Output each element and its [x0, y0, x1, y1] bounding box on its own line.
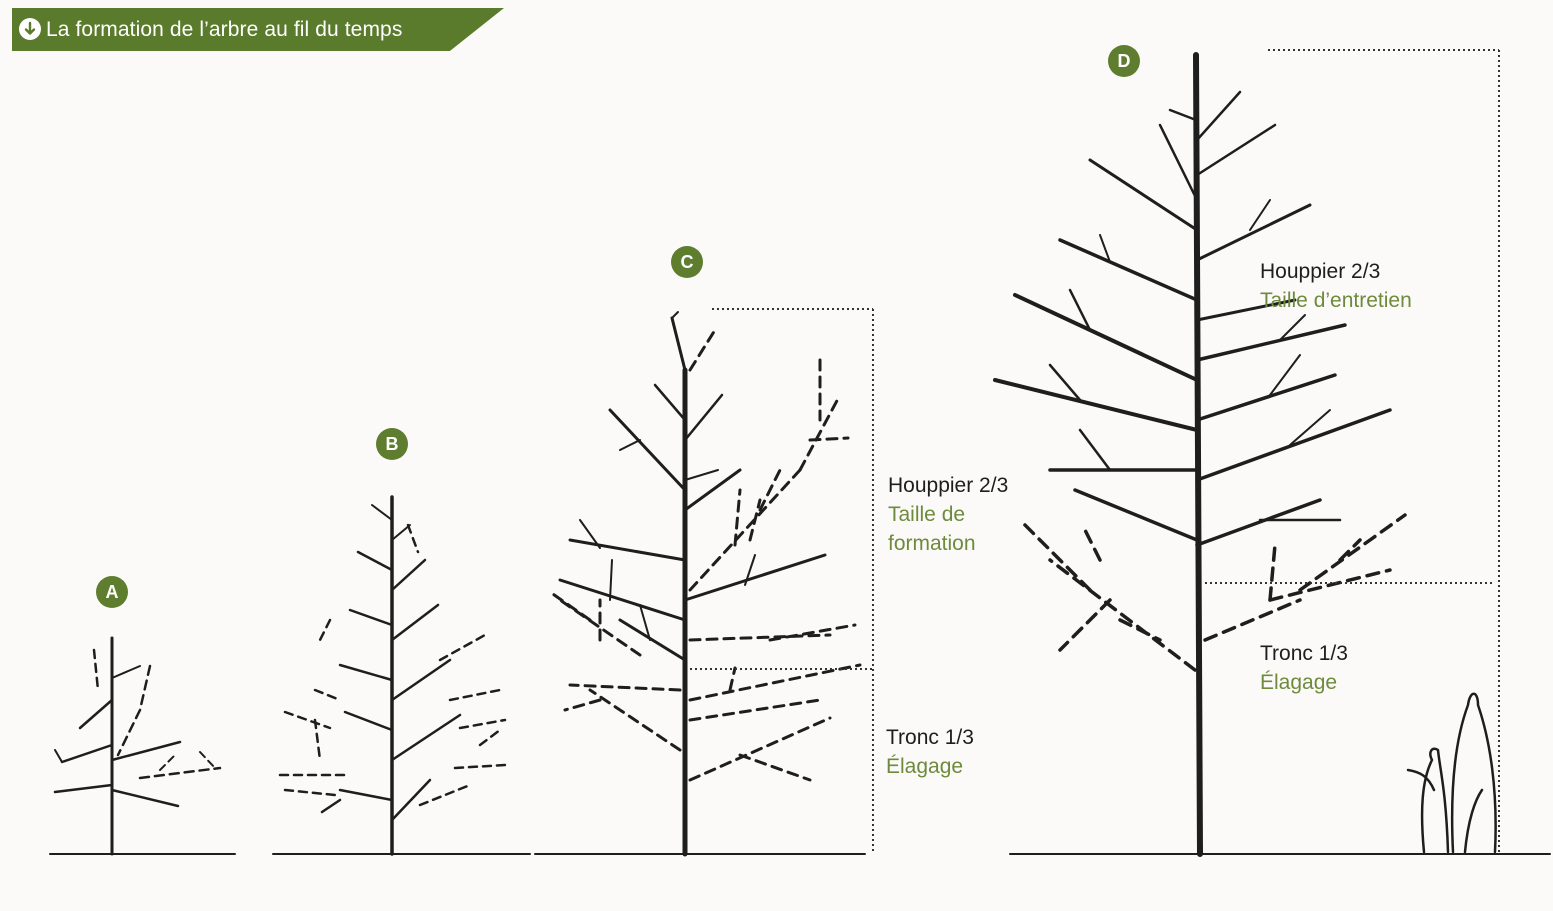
stage-c-crown-action-line1: Taille de — [888, 500, 1008, 529]
stage-d-crown-label: Houppier 2/3 Taille d’entretien — [1260, 257, 1412, 315]
tree-c — [550, 312, 860, 854]
stage-d-trunk-label: Tronc 1/3 Élagage — [1260, 639, 1348, 697]
stage-d-crown-title: Houppier 2/3 — [1260, 257, 1412, 286]
stage-badge-d: D — [1108, 45, 1140, 77]
tree-d — [995, 55, 1496, 854]
stage-badge-c: C — [671, 246, 703, 278]
stage-c-crown-label: Houppier 2/3 Taille de formation — [888, 471, 1008, 558]
stage-badge-a: A — [96, 576, 128, 608]
stage-badge-b: B — [376, 428, 408, 460]
stage-d-trunk-action: Élagage — [1260, 668, 1348, 697]
tree-a — [55, 638, 220, 854]
stage-c-trunk-label: Tronc 1/3 Élagage — [886, 723, 974, 781]
stage-c-crown-title: Houppier 2/3 — [888, 471, 1008, 500]
human-figure-icon — [1408, 694, 1496, 852]
stage-d-trunk-title: Tronc 1/3 — [1260, 639, 1348, 668]
stage-c-trunk-title: Tronc 1/3 — [886, 723, 974, 752]
stage-c-crown-action-line2: formation — [888, 529, 1008, 558]
tree-b — [280, 497, 505, 854]
stage-d-crown-action: Taille d’entretien — [1260, 286, 1412, 315]
stage-c-trunk-action: Élagage — [886, 752, 974, 781]
